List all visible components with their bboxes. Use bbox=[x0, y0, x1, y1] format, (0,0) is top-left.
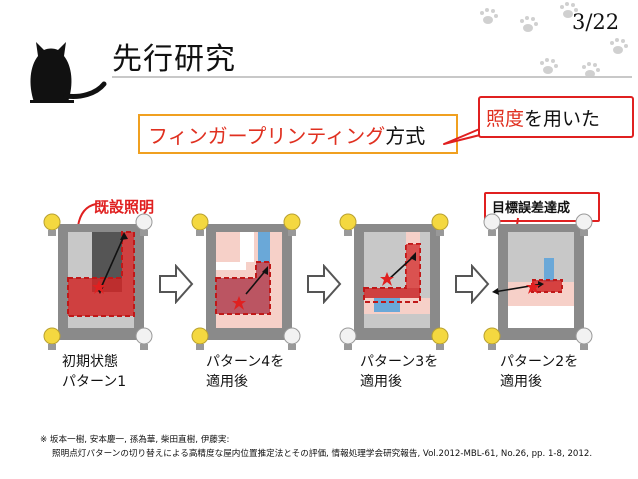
reference-authors: ※ 坂本一樹, 安本慶一, 孫為華, 柴田直樹, 伊藤実: bbox=[40, 435, 230, 445]
pattern-panel-4 bbox=[492, 224, 584, 340]
pattern-caption-line1: パターン3を bbox=[360, 354, 439, 370]
paw-print-icon bbox=[480, 2, 628, 78]
method-label: フィンガープリンティング方式 bbox=[148, 120, 425, 149]
light-bulb-icon bbox=[283, 213, 301, 236]
star-icon bbox=[380, 272, 394, 286]
light-bulb-icon bbox=[339, 327, 357, 350]
black-cat-icon bbox=[30, 42, 107, 103]
pattern-caption-line2: 適用後 bbox=[206, 374, 248, 390]
light-bulb-icon bbox=[43, 213, 61, 236]
pattern-caption-line1: 初期状態 bbox=[62, 354, 118, 370]
right-arrow-icon bbox=[455, 264, 490, 304]
reference-citation: ※ 坂本一樹, 安本慶一, 孫為華, 柴田直樹, 伊藤実: 照明点灯パターンの切… bbox=[40, 433, 592, 461]
light-bulb-icon bbox=[431, 327, 449, 350]
pattern-panel-1 bbox=[58, 224, 144, 340]
pattern-caption-line2: 適用後 bbox=[360, 374, 402, 390]
pattern-caption-2: パターン4を適用後 bbox=[206, 352, 284, 392]
light-bulb-icon bbox=[483, 213, 501, 236]
star-icon bbox=[232, 296, 246, 310]
callout-box bbox=[478, 96, 634, 138]
title-divider bbox=[112, 76, 632, 78]
existing-lighting-label: 既設照明 bbox=[94, 198, 155, 216]
pattern-caption-1: 初期状態パターン1 bbox=[62, 352, 126, 392]
light-bulb-icon bbox=[191, 327, 209, 350]
method-label-suffix: 方式 bbox=[385, 124, 426, 148]
star-icon bbox=[526, 280, 540, 294]
pattern-panel-2 bbox=[206, 224, 292, 340]
slide-title: 先行研究 bbox=[112, 42, 236, 77]
light-bulb-icon bbox=[575, 327, 593, 350]
light-bulb-icon bbox=[339, 213, 357, 236]
light-bulb-icon bbox=[43, 327, 61, 350]
callout-rest: を用いた bbox=[524, 108, 601, 130]
callout-highlight: 照度 bbox=[486, 108, 525, 130]
right-arrow-icon bbox=[159, 264, 194, 304]
light-bulb-icon bbox=[135, 327, 153, 350]
target-error-box bbox=[484, 192, 600, 222]
method-box bbox=[138, 114, 458, 154]
method-label-main: フィンガープリンティング bbox=[148, 124, 386, 148]
pattern-caption-line1: パターン2を bbox=[500, 354, 579, 370]
pattern-caption-4: パターン2を適用後 bbox=[500, 352, 578, 392]
light-bulb-icon bbox=[575, 213, 593, 236]
callout-label: 照度を用いた bbox=[486, 104, 600, 131]
pattern-caption-line2: 適用後 bbox=[500, 374, 542, 390]
light-bulb-icon bbox=[283, 327, 301, 350]
light-bulb-icon bbox=[483, 327, 501, 350]
light-bulb-icon bbox=[431, 213, 449, 236]
pattern-caption-line2: パターン1 bbox=[62, 374, 127, 390]
target-error-label: 目標誤差達成 bbox=[492, 201, 571, 216]
existing-lighting-pointer bbox=[77, 203, 97, 227]
star-icon bbox=[92, 280, 106, 294]
right-arrow-icon bbox=[307, 264, 342, 304]
pattern-caption-line1: パターン4を bbox=[206, 354, 285, 370]
light-bulb-icon bbox=[135, 213, 153, 236]
light-bulb-icon bbox=[191, 213, 209, 236]
reference-body: 照明点灯パターンの切り替えによる高精度な屋内位置推定法とその評価, 情報処理学会… bbox=[52, 449, 593, 459]
pattern-panel-3 bbox=[354, 224, 440, 340]
page-number: 3/22 bbox=[572, 10, 620, 34]
pattern-caption-3: パターン3を適用後 bbox=[360, 352, 438, 392]
